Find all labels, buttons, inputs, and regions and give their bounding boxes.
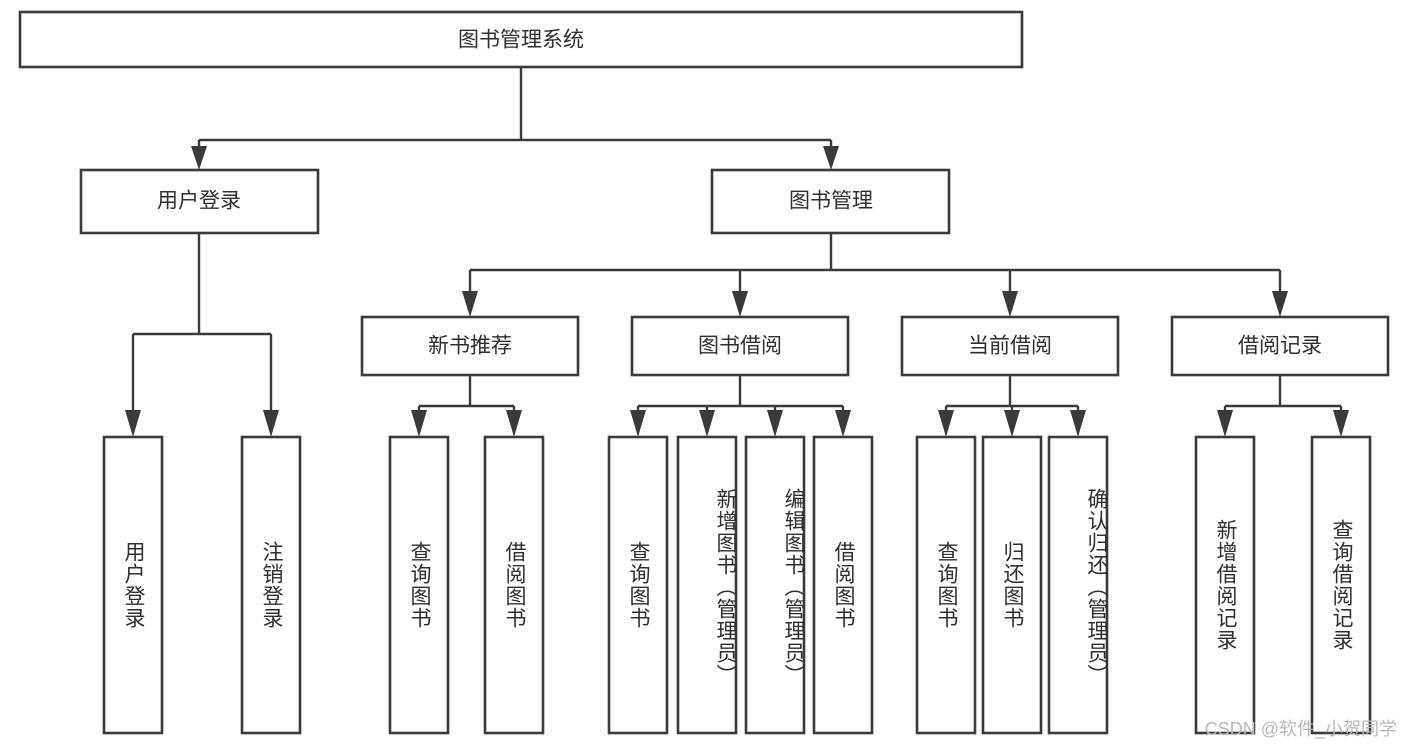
node-user-login[interactable]: 用户登录 xyxy=(79,168,320,235)
node-book-borrow-box[interactable] xyxy=(630,315,850,377)
arrow-book-mgmt-to-record xyxy=(1272,291,1288,317)
arrow-borrow-leaf-3 xyxy=(767,410,783,437)
node-current-borrow[interactable]: 当前借阅 xyxy=(900,315,1120,377)
arrow-current-leaf-3 xyxy=(1070,410,1086,437)
arrow-record-leaf-2 xyxy=(1333,410,1349,437)
node-user-login-label: 用户登录 xyxy=(157,190,241,213)
arrow-root-to-user-login xyxy=(191,146,207,170)
leaf-box-recommend-2[interactable] xyxy=(483,435,545,735)
leaf-box-current-2[interactable] xyxy=(981,435,1043,735)
node-root-label: 图书管理系统 xyxy=(458,29,584,52)
node-new-book-recommend-label: 新书推荐 xyxy=(428,335,512,358)
arrow-recommend-leaf-1 xyxy=(411,410,427,437)
node-root[interactable]: 图书管理系统 xyxy=(18,10,1024,69)
leaf-box-record-1[interactable] xyxy=(1194,435,1256,735)
arrow-user-login-leaf-1 xyxy=(125,410,141,437)
nodes-layer: 图书管理系统 用户登录 图书管理 新书推荐 图书借阅 当前 xyxy=(18,10,1390,735)
node-new-book-recommend-box[interactable] xyxy=(360,315,580,377)
node-book-management-label: 图书管理 xyxy=(789,190,873,213)
node-current-borrow-label: 当前借阅 xyxy=(968,335,1052,358)
arrow-book-mgmt-to-current xyxy=(1002,291,1018,317)
node-new-book-recommend[interactable]: 新书推荐 xyxy=(360,315,580,377)
node-book-management-box[interactable] xyxy=(710,168,951,235)
node-current-borrow-box[interactable] xyxy=(900,315,1120,377)
leaf-box-current-3[interactable] xyxy=(1047,435,1109,735)
node-borrow-record-label: 借阅记录 xyxy=(1238,335,1322,358)
node-book-management[interactable]: 图书管理 xyxy=(710,168,951,235)
leaf-box-borrow-2[interactable] xyxy=(676,435,738,735)
leaf-box-borrow-4[interactable] xyxy=(812,435,874,735)
arrow-current-leaf-1 xyxy=(938,410,954,437)
arrow-record-leaf-1 xyxy=(1217,410,1233,437)
arrow-user-login-leaf-2 xyxy=(263,410,279,437)
node-borrow-record-box[interactable] xyxy=(1170,315,1390,377)
arrow-book-mgmt-to-borrow xyxy=(732,291,748,317)
arrow-borrow-leaf-2 xyxy=(699,410,715,437)
csdn-watermark: CSDN @软件_小贺同学 xyxy=(1204,719,1397,739)
leaf-box-borrow-1[interactable] xyxy=(607,435,669,735)
leaf-box-current-1[interactable] xyxy=(915,435,977,735)
node-borrow-record[interactable]: 借阅记录 xyxy=(1170,315,1390,377)
node-book-borrow-label: 图书借阅 xyxy=(698,335,782,358)
arrow-root-to-book-mgmt xyxy=(823,146,839,170)
arrow-current-leaf-2 xyxy=(1004,410,1020,437)
node-user-login-box[interactable] xyxy=(79,168,320,235)
arrow-book-mgmt-to-recommend xyxy=(462,291,478,317)
leaf-box-user-login-1[interactable] xyxy=(102,435,164,735)
leaf-box-recommend-1[interactable] xyxy=(388,435,450,735)
arrow-borrow-leaf-1 xyxy=(630,410,646,437)
arrow-borrow-leaf-4 xyxy=(835,410,851,437)
node-book-borrow[interactable]: 图书借阅 xyxy=(630,315,850,377)
arrow-recommend-leaf-2 xyxy=(506,410,522,437)
leaf-box-user-login-2[interactable] xyxy=(240,435,302,735)
node-root-box[interactable] xyxy=(18,10,1024,69)
edges-layer xyxy=(125,67,1349,437)
leaf-box-borrow-3[interactable] xyxy=(744,435,806,735)
leaf-box-record-2[interactable] xyxy=(1310,435,1372,735)
